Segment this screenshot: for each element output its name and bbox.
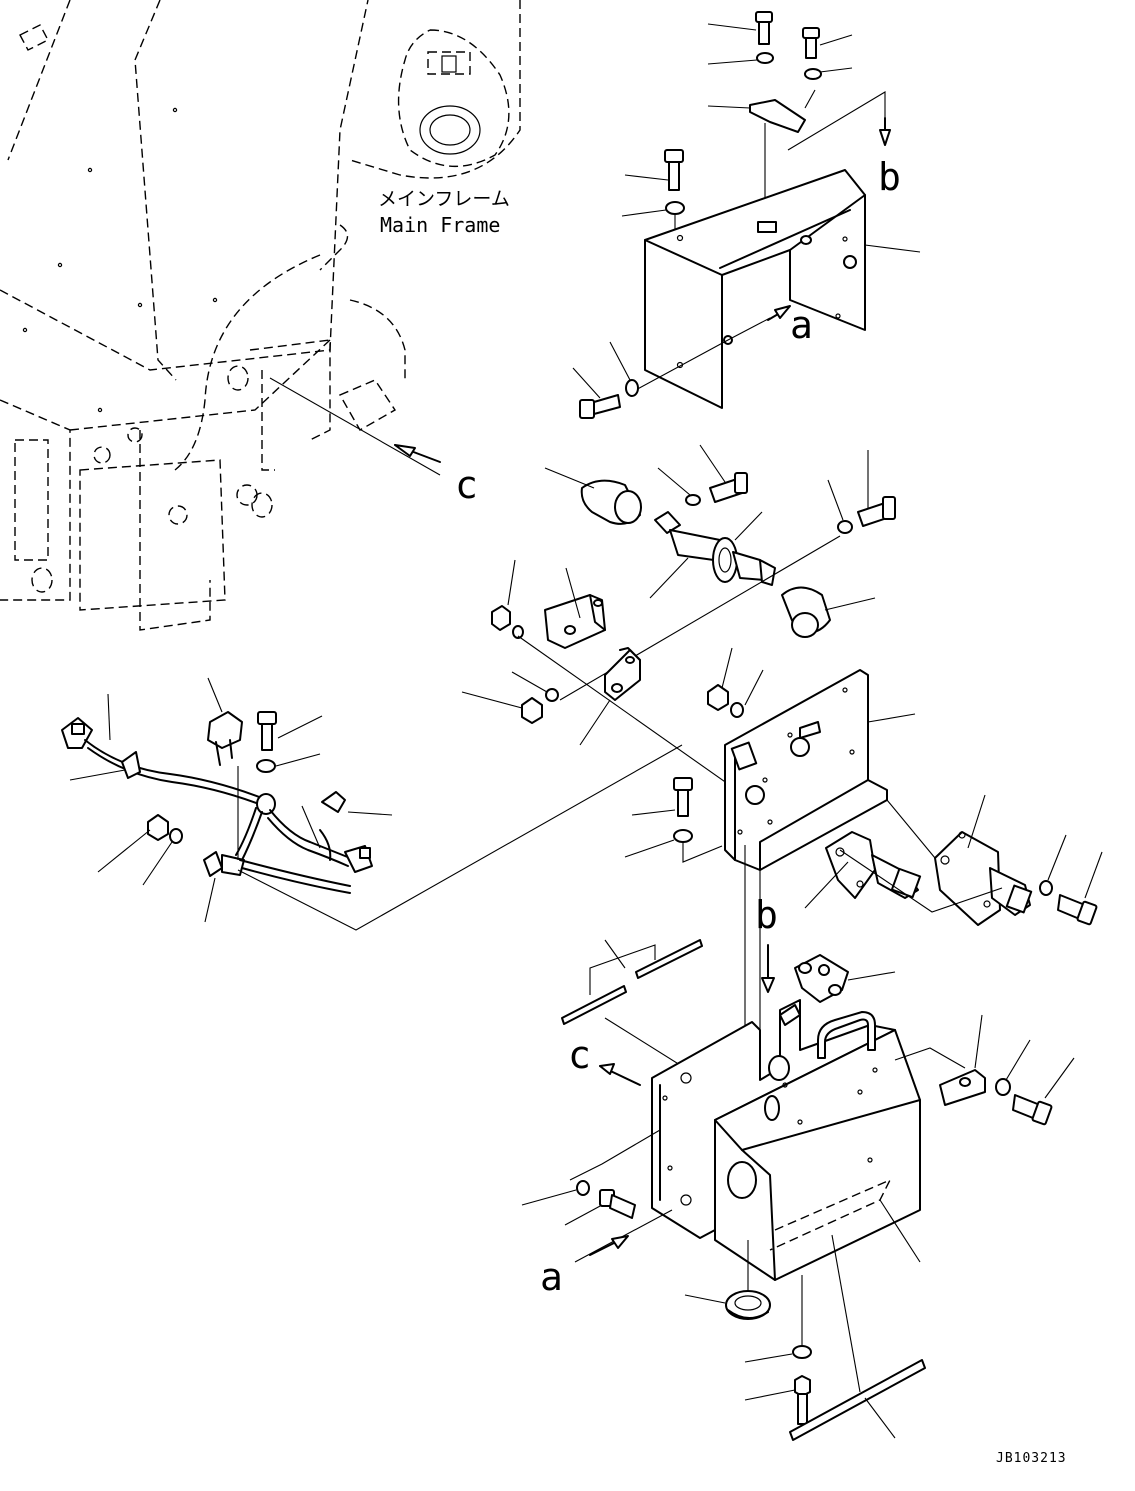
main-frame: [0, 0, 521, 631]
switch-washer: [657, 467, 701, 506]
terminal-bracket-left: [544, 567, 606, 649]
clip-plate: [707, 89, 816, 133]
insulator-strip-lower: [789, 1234, 926, 1441]
reference-label-c-frame: c: [455, 463, 478, 507]
plate-bolt: [631, 777, 693, 817]
cover-bolt-side: [572, 367, 621, 419]
battery-cover: [644, 169, 921, 409]
harness-washer-2: [142, 828, 183, 886]
top-washer-1: [707, 52, 774, 65]
relay-washer: [1039, 834, 1067, 896]
drain-grommet: [684, 1290, 771, 1320]
main-frame-label-en: Main Frame: [380, 213, 500, 237]
rubber-cap-1: [544, 467, 642, 525]
relay-right: [934, 794, 1033, 926]
cover-washer: [621, 201, 685, 217]
cover-bolt: [624, 149, 684, 191]
reference-label-c-box: c: [568, 1033, 591, 1077]
reference-label-b-box: b: [755, 893, 778, 937]
wire-harness: [61, 693, 393, 923]
switch-bolt: [699, 444, 748, 503]
top-washer-2: [804, 67, 853, 80]
drawing-number: JB103213: [996, 1451, 1067, 1466]
top-bolt-1: [707, 11, 773, 45]
box-clamp-washer: [995, 1039, 1031, 1096]
top-bolt-2: [802, 27, 853, 59]
box-clamp: [894, 1014, 986, 1106]
bottom-washer: [744, 1345, 812, 1363]
box-bolt-left: [564, 1189, 636, 1226]
harness-bolt: [257, 711, 323, 751]
mounting-plate: [724, 669, 916, 871]
relay-left: [804, 831, 922, 909]
insulator-strip-upper: [561, 939, 703, 1025]
rubber-cap-2: [781, 586, 876, 638]
terminal-nut-left: [491, 559, 524, 639]
box-clamp-bolt: [1012, 1057, 1075, 1126]
right-washer: [827, 479, 853, 534]
terminal-bracket-center: [579, 647, 641, 746]
main-frame-label-jp: メインフレーム: [378, 188, 510, 210]
harness-washer: [256, 753, 321, 773]
box-washer-left: [521, 1180, 590, 1206]
reference-label-a-cover: a: [790, 303, 813, 347]
center-nut: [461, 691, 543, 724]
relay-bolt: [1057, 851, 1103, 926]
plate-washer: [624, 829, 693, 858]
plate-nut: [707, 647, 764, 718]
bottom-bolt: [744, 1375, 811, 1425]
harness-connector: [207, 677, 243, 766]
battery-box: [651, 999, 921, 1281]
reference-label-b-top: b: [878, 155, 901, 199]
right-bolt: [857, 450, 896, 527]
reference-label-a-box: a: [540, 1255, 563, 1299]
terminal-cover-plate: [794, 954, 896, 1003]
harness-nut: [97, 814, 169, 873]
cover-washer-side: [609, 341, 639, 397]
center-washer: [511, 671, 559, 702]
